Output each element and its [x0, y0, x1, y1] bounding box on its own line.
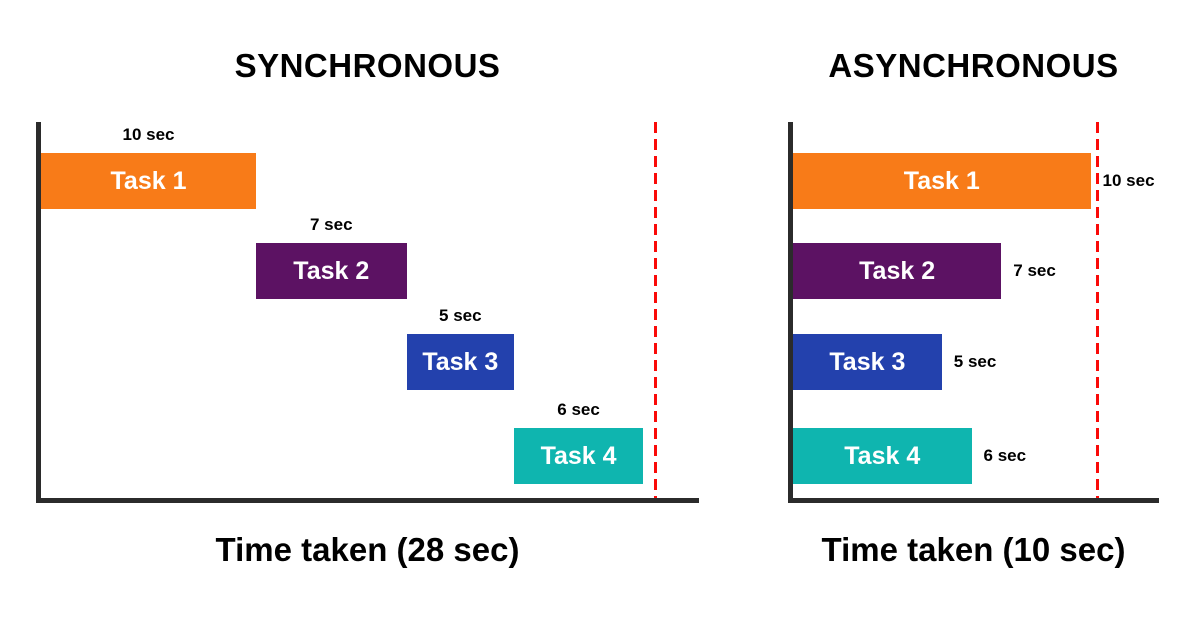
- duration-label: 6 sec: [557, 400, 600, 419]
- task-bar: Task 3: [793, 334, 942, 390]
- task-bar: Task 4: [514, 428, 644, 484]
- task-bar: Task 2: [793, 243, 1002, 299]
- task-bar: Task 1: [41, 153, 257, 209]
- task-bar: Task 2: [256, 243, 407, 299]
- duration-label: 5 sec: [439, 306, 482, 325]
- task-label: Task 3: [829, 347, 906, 376]
- duration-label: 7 sec: [1013, 261, 1056, 280]
- chart-title: SYNCHRONOUS: [234, 47, 501, 84]
- deadline-marker-line: [1095, 122, 1099, 498]
- task-bar: Task 1: [793, 153, 1091, 209]
- task-label: Task 2: [293, 256, 370, 285]
- x-axis-label: Time taken (28 sec): [215, 531, 520, 568]
- deadline-marker-line: [653, 122, 657, 498]
- task-label: Task 4: [844, 441, 921, 470]
- task-label: Task 1: [110, 166, 187, 195]
- task-label: Task 2: [859, 256, 936, 285]
- duration-label: 5 sec: [953, 352, 997, 371]
- task-label: Task 3: [422, 347, 499, 376]
- task-bar: Task 4: [793, 428, 972, 484]
- duration-label: 10 sec: [122, 125, 175, 144]
- duration-label: 7 sec: [310, 215, 353, 234]
- duration-label: 10 sec: [1102, 171, 1155, 190]
- duration-label: 6 sec: [983, 446, 1027, 465]
- chart-title: ASYNCHRONOUS: [828, 47, 1119, 84]
- task-label: Task 1: [903, 166, 980, 195]
- task-label: Task 4: [540, 441, 617, 470]
- x-axis-label: Time taken (10 sec): [821, 531, 1126, 568]
- task-bar: Task 3: [406, 334, 515, 390]
